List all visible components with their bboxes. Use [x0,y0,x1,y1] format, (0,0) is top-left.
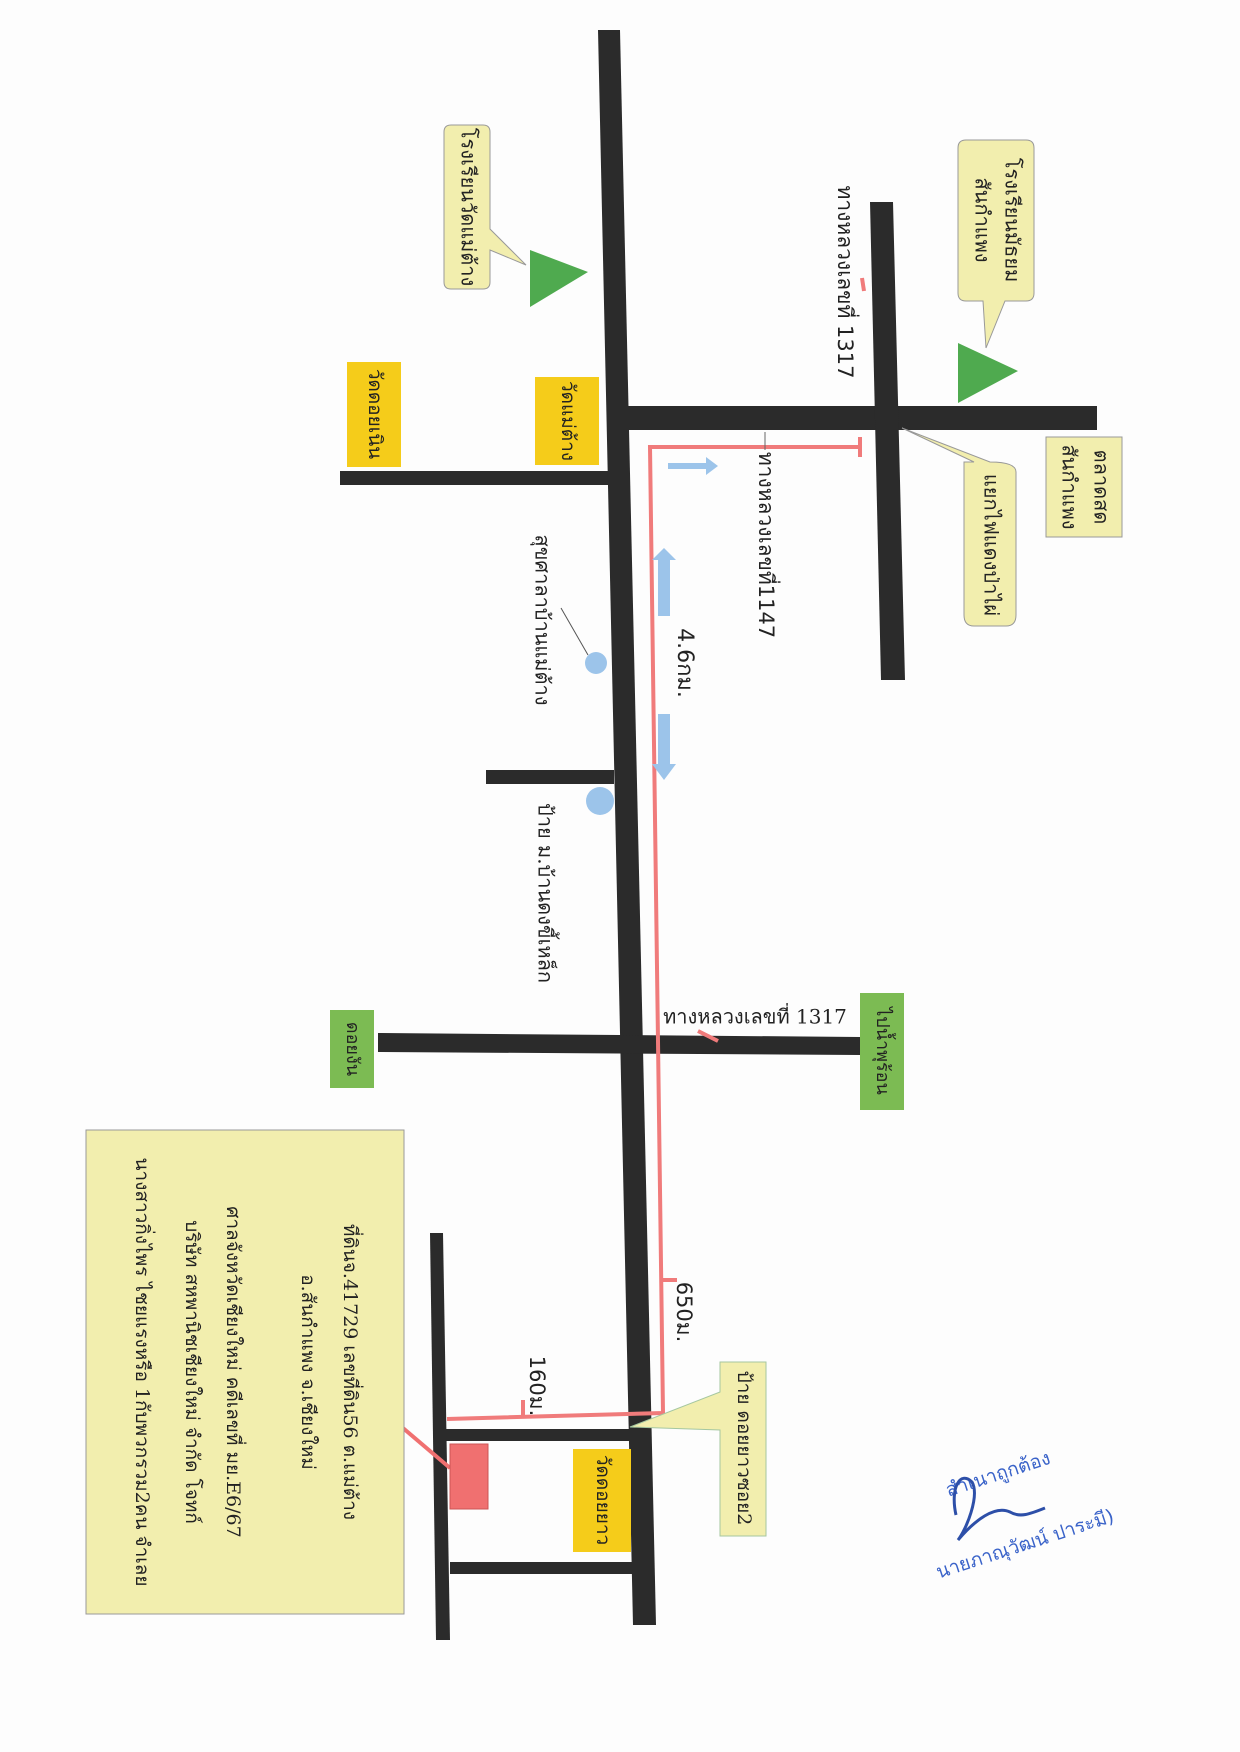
wat-doi-noen-box [347,362,401,467]
distance-middle-label: 650ม. [672,1282,696,1343]
stamp-certified-text: สำเนาถูกต้อง [943,1447,1053,1501]
direction-arrows [652,457,718,780]
school-san-kamphaeng-label-2: สันกำแพง [971,177,995,262]
road-wat-doi-noen [340,471,612,485]
village-sign-marker [586,787,614,815]
road-1317-north [870,202,905,680]
hot-spring-box [860,993,904,1110]
info-line-3: ศาลจังหวัดเชียงใหม่ คดีเลขที่ มย.E6/67 [222,1206,247,1537]
school-san-kamphaeng-label-1: โรงเรียนมัธยม [1001,158,1025,283]
school-san-kamphaeng-marker [958,343,1018,403]
arrow-up-icon [652,548,676,616]
signature-mark [952,1476,1046,1541]
soi-doi-yao-upper [440,1429,636,1441]
school-san-kamphaeng-callout [957,139,1035,349]
info-line-4: บริษัท สหพานิชเชียงใหม่ จำกัด โจทก์ [181,1220,204,1524]
intersection-label: แยกไฟแดงป่าไผ่ [980,474,1004,616]
info-box-text: ที่ดินจ.41729 เลขที่ดิน56 ต.แม่ต้าง อ.สั… [131,1157,364,1586]
road-ban-dong-spur [486,770,614,784]
hwy-1317-top-label: ทางหลวงเลขที่ 1317 [833,185,860,378]
certification-stamp: สำเนาถูกต้อง นายภาณุวัฒน์ ปาระมี) [934,1447,1118,1584]
distance-main-label: 4.6กม. [672,628,697,698]
road-1317-middle [378,1033,860,1055]
roads [340,30,1097,1640]
road-1147 [623,406,1097,430]
soi-doi-yao-lower [450,1562,638,1574]
sign-doi-yao-callout [629,1361,767,1537]
intersection-callout [901,427,1017,627]
market-box [1045,436,1123,538]
main-road [598,30,656,1625]
info-line-5: นางสาวกิ่งไพร ไชยแรงหรือ 1กับพวกรวม2คน จ… [131,1157,156,1586]
hwy-1317-middle-label: ทางหลวงเลขที่ 1317 [663,1003,847,1029]
wat-doi-yao-box [573,1449,631,1552]
route [446,277,866,1421]
health-station-leader [560,607,589,656]
doi-ngang-box [330,1010,374,1088]
route-line [446,445,860,1421]
hwy-1317-top-marker [860,277,866,292]
market-label-1: ตลาดสด [1090,450,1114,525]
school-mae-chiang-label: โรงเรียนวัดแม่ต้าง [457,128,481,287]
sign-doi-yao-label: ป้าย ดอยยาวซอย2 [733,1371,755,1526]
arrow-down-icon [652,714,676,780]
info-line-1: ที่ดินจ.41729 เลขที่ดิน56 ต.แม่ต้าง [339,1224,364,1520]
hwy-1147-label: ทางหลวงเลขที่1147 [754,452,781,638]
hot-spring-label: ไปน้ำพุร้อน [872,1005,896,1095]
arrow-right-icon [668,457,718,475]
hwy-1317-mid-marker [697,1029,719,1043]
info-line-2: อ.สันกำแพง จ.เชียงใหม่ [297,1274,319,1470]
wat-doi-yao-label: วัดดอยยาว [592,1455,614,1545]
doi-ngang-label: ดอยงัน [342,1022,363,1076]
wat-mae-chiang-box [535,377,599,465]
health-station-marker [585,652,607,674]
health-station-label: สุขศาลาบ้านแม่ต้าง [530,535,555,706]
distance-last-label: 160ม. [525,1356,549,1417]
target-plot-marker [449,1443,489,1510]
info-box [85,1129,405,1615]
stamp-name-text: นายภาณุวัฒน์ ปาระมี) [934,1505,1118,1584]
school-mae-chiang-marker [530,250,588,307]
school-mae-chiang-callout [443,124,527,290]
wat-mae-chiang-label: วัดแม่ต้าง [557,381,579,461]
village-sign-label: ป้าย ม.บ้านดงขี้เหล็ก [534,803,560,983]
wat-doi-noen-label: วัดดอยเนิน [364,369,386,459]
market-label-2: สันกำแพง [1058,444,1082,529]
